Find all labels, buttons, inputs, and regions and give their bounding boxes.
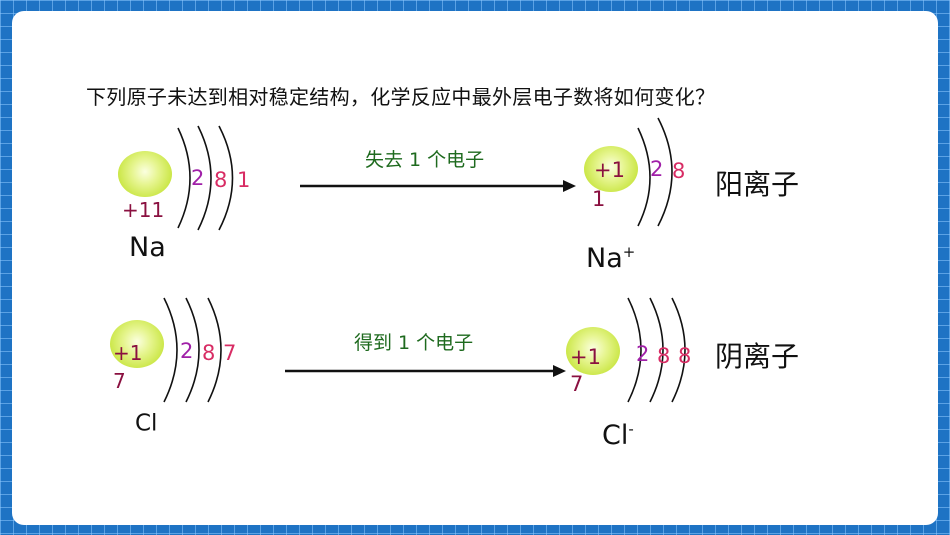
cl-ion-charge-line-2: 7	[570, 372, 584, 396]
cl-atom-electrons-shell-3: 7	[223, 341, 237, 365]
cl-ion-electrons-shell-1: 2	[636, 342, 650, 366]
cl-atom-charge-line-1: +1	[113, 341, 143, 365]
cl-atom-charge-line-2: 7	[113, 369, 126, 393]
cl-ion-nucleus	[566, 327, 620, 375]
cl-ion-shell-3	[671, 297, 686, 403]
arrow-head-top	[563, 180, 576, 192]
question-text: 下列原子未达到相对稳定结构，化学反应中最外层电子数将如何变化？	[86, 85, 716, 109]
na-ion-symbol: Na+	[586, 243, 636, 274]
arrow-head-bottom	[553, 365, 566, 377]
na-ion-shell-1	[637, 127, 651, 227]
cl-ion-shell-2	[649, 297, 664, 403]
cl-ion-symbol: Cl-	[602, 420, 634, 451]
na-atom-shell-1	[177, 127, 191, 229]
lose-electron-label: 失去 1 个电子	[365, 149, 485, 171]
cation-label: 阳离子	[715, 168, 800, 201]
na-atom-electrons-shell-2: 8	[214, 168, 228, 192]
cl-atom-electrons-shell-2: 8	[202, 341, 216, 365]
na-ion-charge-line-1: +1	[594, 158, 625, 182]
na-atom-electrons-shell-1: 2	[191, 166, 205, 190]
cl-atom-electrons-shell-1: 2	[180, 339, 194, 363]
gain-electron-label: 得到 1 个电子	[354, 332, 474, 354]
cl-ion-charge-line-1: +1	[570, 345, 601, 369]
na-ion-shell-2	[657, 117, 673, 227]
na-atom-electrons-shell-3: 1	[237, 168, 251, 192]
anion-label: 阴离子	[715, 340, 800, 373]
na-atom-shell-3	[218, 125, 234, 231]
cl-atom-symbol: Cl	[135, 410, 158, 437]
na-ion-electrons-shell-1: 2	[650, 157, 664, 181]
cl-atom-shell-1	[163, 297, 178, 403]
na-atom-nucleus	[118, 151, 172, 197]
cl-ion-electrons-shell-3: 8	[678, 344, 692, 368]
na-ion-electrons-shell-2: 8	[672, 159, 686, 183]
slide-panel	[12, 11, 938, 525]
cl-ion-shell-1	[627, 297, 642, 403]
na-atom-charge: +11	[122, 198, 165, 222]
cl-atom-nucleus	[110, 320, 164, 368]
cl-ion-electrons-shell-2: 8	[657, 344, 671, 368]
na-ion-nucleus	[584, 146, 638, 192]
na-ion-charge-line-2: 1	[592, 187, 606, 211]
na-atom-shell-2	[197, 125, 212, 231]
cl-atom-shell-3	[207, 297, 222, 403]
na-atom-symbol: Na	[129, 232, 166, 263]
cl-atom-shell-2	[185, 297, 200, 403]
